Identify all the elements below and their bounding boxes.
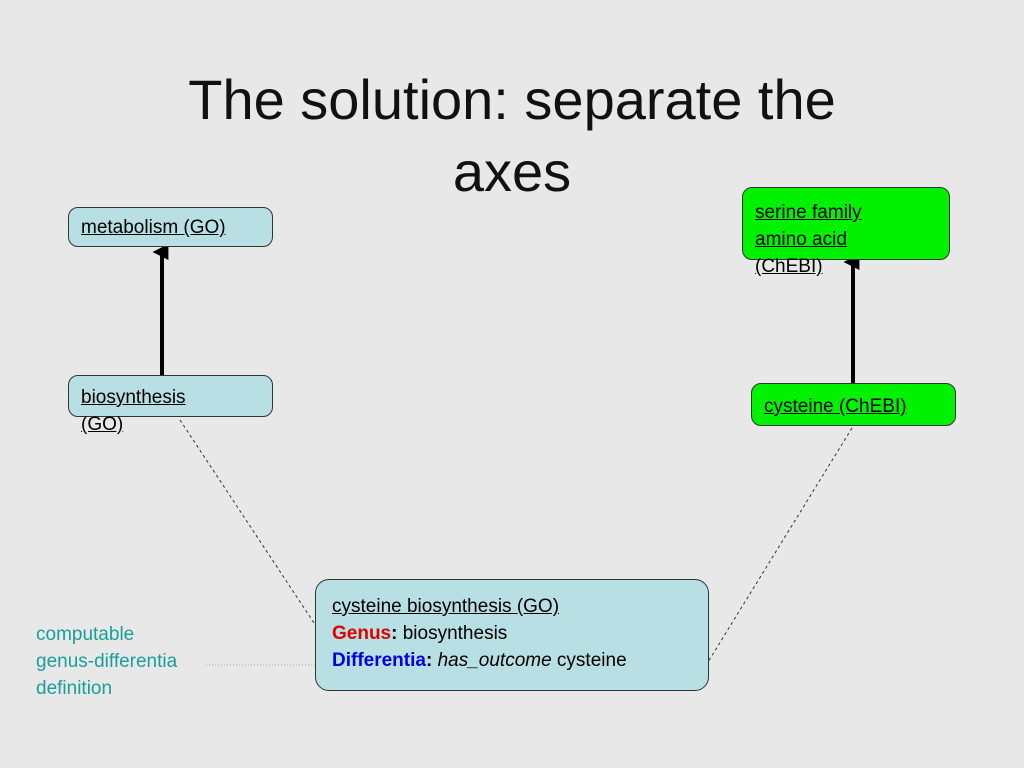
slide-title: The solution: separate the axes <box>0 64 1024 208</box>
annotation-line-1: computable <box>36 624 135 645</box>
definition-annotation: computable genus-differentia definition <box>36 621 236 702</box>
serine-label-line-3: (ChEBI) <box>755 256 823 277</box>
differentia-label: Differentia <box>332 650 426 671</box>
biosynthesis-label: biosynthesis <box>81 387 186 408</box>
genus-colon: : <box>391 623 398 644</box>
genus-value: biosynthesis <box>397 623 508 644</box>
differentia-row: Differentia: has_outcome cysteine <box>332 647 692 674</box>
genus-label: Genus <box>332 623 392 644</box>
title-line-2: axes <box>452 140 572 203</box>
genus-link <box>179 419 317 627</box>
cysteine-label: cysteine (ChEBI) <box>764 396 907 417</box>
cysteine-chebi-node: cysteine (ChEBI) <box>751 383 956 426</box>
serine-family-chebi-node: serine family amino acid (ChEBI) <box>742 187 950 277</box>
differentia-relation: has_outcome <box>437 650 552 671</box>
differentia-colon: : <box>425 650 433 671</box>
differentia-link <box>707 427 853 663</box>
cysteine-biosynthesis-title: cysteine biosynthesis (GO) <box>332 596 560 617</box>
genus-row: Genus: biosynthesis <box>332 620 692 647</box>
cysteine-biosynthesis-go-node: cysteine biosynthesis (GO) Genus: biosyn… <box>315 579 709 691</box>
annotation-line-3: definition <box>36 678 113 699</box>
differentia-value: cysteine <box>551 650 627 671</box>
serine-label-line-2: amino acid <box>755 229 847 250</box>
metabolism-label: metabolism (GO) <box>81 217 226 238</box>
serine-label-line-1: serine family <box>755 202 862 223</box>
title-line-1: The solution: separate the <box>188 68 836 131</box>
annotation-line-2: genus-differentia <box>36 651 178 672</box>
biosynthesis-source: (GO) <box>81 414 124 435</box>
biosynthesis-go-node: biosynthesis (GO) <box>68 375 273 435</box>
metabolism-go-node: metabolism (GO) <box>68 207 273 247</box>
